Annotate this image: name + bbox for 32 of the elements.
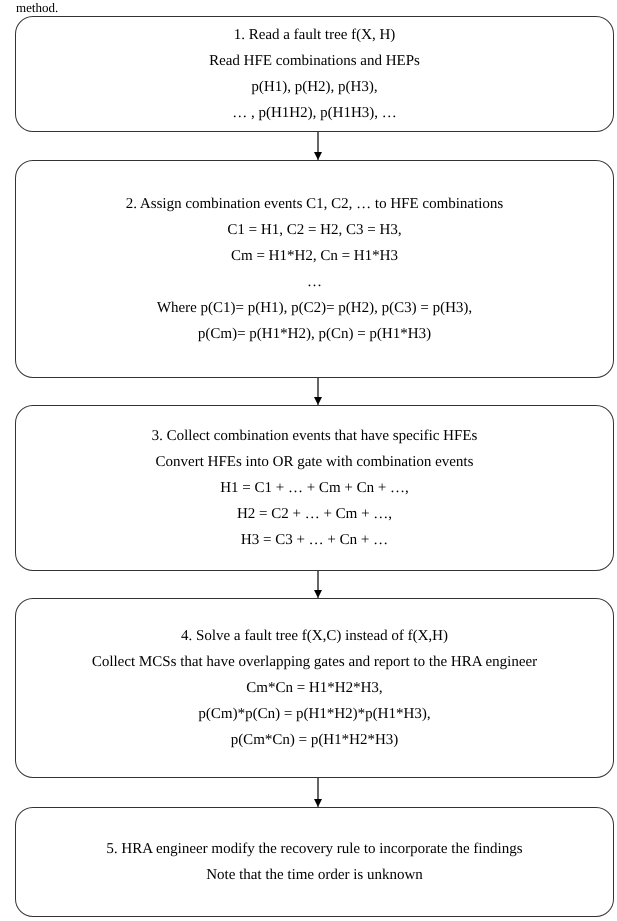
- step-heading: 2. Assign combination events C1, C2, … to HFE combinations: [126, 194, 504, 214]
- process-box: [15, 16, 614, 132]
- step-text: p(Cm)= p(H1*H2), p(Cn) = p(H1*H3): [198, 324, 432, 344]
- arrow: [314, 571, 322, 598]
- step-text: Cm = H1*H2, Cn = H1*H3: [231, 246, 398, 266]
- step-text: H1 = C1 + … + Cm + Cn + …,: [220, 478, 409, 498]
- process-box: [15, 598, 614, 778]
- step-heading: 3. Collect combination events that have specific HFEs: [152, 426, 478, 446]
- caption-text: method.: [16, 0, 58, 15]
- arrow: [314, 378, 322, 405]
- step-text: C1 = H1, C2 = H2, C3 = H3,: [227, 220, 402, 240]
- step-heading: 5. HRA engineer modify the recovery rule to incorporate the findings: [106, 840, 523, 858]
- step-text: Convert HFEs into OR gate with combination events: [156, 452, 474, 472]
- step-text: Cm*Cn = H1*H2*H3,: [246, 678, 383, 698]
- step-text: H2 = C2 + … + Cm + …,: [236, 504, 392, 524]
- step-text: …: [307, 272, 322, 292]
- step-text: Where p(C1)= p(H1), p(C2)= p(H2), p(C3) = p(H3),: [156, 298, 472, 318]
- step-text: p(Cm*Cn) = p(H1*H2*H3): [230, 730, 398, 750]
- step-heading: 4. Solve a fault tree f(X,C) instead of f(X,H): [181, 626, 448, 646]
- step-text: p(Cm)*p(Cn) = p(H1*H2)*p(H1*H3),: [198, 704, 431, 724]
- step-text: Note that the time order is unknown: [206, 866, 423, 884]
- arrow: [314, 132, 322, 160]
- arrow: [314, 778, 322, 807]
- step-text: … , p(H1H2), p(H1H3), …: [232, 104, 397, 122]
- step-text: H3 = C3 + … + Cn + …: [240, 530, 388, 550]
- process-box: [15, 807, 614, 917]
- process-box: [15, 160, 614, 378]
- process-box: [15, 405, 614, 571]
- step-text: Read HFE combinations and HEPs: [209, 52, 420, 70]
- step-text: p(H1), p(H2), p(H3),: [251, 78, 378, 96]
- step-heading: 1. Read a fault tree f(X, H): [234, 26, 396, 44]
- step-text: Collect MCSs that have overlapping gates and report to the HRA engineer: [92, 652, 538, 672]
